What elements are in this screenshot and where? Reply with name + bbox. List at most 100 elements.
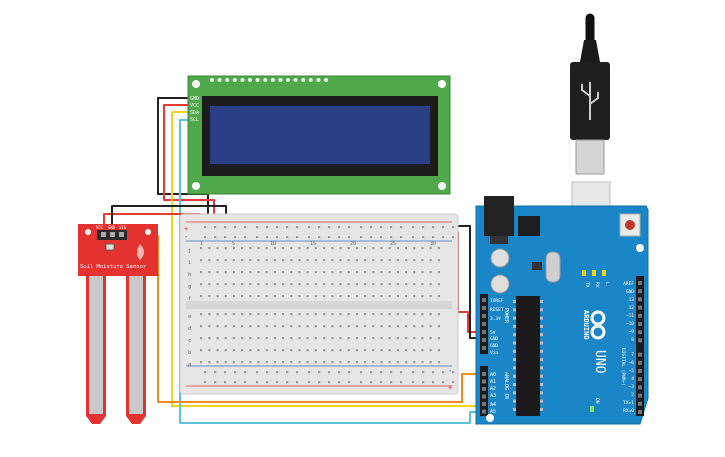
breadboard-hole [372,313,375,316]
breadboard-hole [282,259,285,262]
digital-pin-label: ~3 [629,384,635,390]
breadboard-hole [298,325,301,328]
breadboard-hole [290,271,293,274]
reset-button-cap[interactable] [625,220,635,230]
sensor-pin-label: SIG [119,225,127,230]
breadboard-hole [224,337,227,340]
breadboard-hole [241,313,244,316]
breadboard-hole [331,325,334,328]
header-pin [482,306,486,310]
header-pin [638,330,642,335]
breadboard-hole [437,349,440,352]
rail-hole [422,236,425,239]
rail-hole [422,371,425,374]
breadboard-hole [380,295,383,298]
breadboard-hole [380,313,383,316]
breadboard-hole [396,361,399,364]
chip-pin [540,316,543,320]
arduino-uno: IOREF RESET 3.3V 5V GND GND Vin POWER A0… [475,196,649,425]
digital-pin-label: ~10 [626,321,634,327]
breadboard-hole [265,283,268,286]
breadboard-hole [216,337,219,340]
breadboard-hole [273,247,276,250]
breadboard-hole [323,283,326,286]
rail-hole [400,226,403,229]
lcd-module: GND VCC SDA SCL [187,75,451,195]
breadboard-hole [208,247,211,250]
rail-hole [390,371,393,374]
chip-pin [513,399,516,403]
breadboard-hole [437,361,440,364]
breadboard-hole [355,283,358,286]
rail-hole [286,226,289,229]
rail-hole [266,236,269,239]
breadboard-hole [347,295,350,298]
breadboard-hole [396,313,399,316]
breadboard-hole [347,349,350,352]
led-label: RX [594,282,600,288]
breadboard-hole [282,349,285,352]
rail-plus-label: + [184,225,188,233]
breadboard-hole [372,283,375,286]
lcd-pin-label: VCC [190,103,199,109]
rail-hole [442,371,445,374]
rail-hole [360,371,363,374]
breadboard-hole [413,361,416,364]
breadboard-hole [388,325,391,328]
lcd-header-pin [316,78,321,82]
breadboard-hole [323,349,326,352]
breadboard-hole [224,271,227,274]
lcd-pin-label: SDA [190,110,199,116]
breadboard-hole [249,313,252,316]
breadboard-hole [224,313,227,316]
breadboard-hole [232,337,235,340]
breadboard-hole [241,349,244,352]
rail-hole [442,236,445,239]
rail-hole [276,381,279,384]
breadboard-hole [421,247,424,250]
rail-hole [370,226,373,229]
digital-header-title: DIGITAL (PWM~) [620,348,626,386]
rail-hole [412,236,415,239]
breadboard-hole [232,295,235,298]
chip-pin [540,324,543,328]
rail-hole [400,236,403,239]
lcd-header-pin [263,78,268,82]
rail-hole [214,371,217,374]
breadboard-hole [314,283,317,286]
breadboard-hole [306,259,309,262]
breadboard-hole [241,337,244,340]
digital-pin-label: ~6 [629,360,635,366]
breadboard-hole [388,247,391,250]
power-pin-label: 3.3V [490,316,501,322]
breadboard-hole [314,247,317,250]
breadboard-hole [372,271,375,274]
row-letter: i [188,260,191,266]
rail-hole [224,236,227,239]
header-pin [638,297,642,302]
breadboard-hole [265,361,268,364]
chip-pin [513,341,516,345]
breadboard-hole [282,295,285,298]
usb-cable [570,13,611,235]
breadboard-hole [298,295,301,298]
power-pin-label: GND [490,343,498,349]
breadboard-hole [298,349,301,352]
breadboard-hole [413,247,416,250]
breadboard-hole [421,349,424,352]
rail-hole [286,236,289,239]
rail-hole [370,371,373,374]
rail-hole [432,371,435,374]
sensor-probe-right [129,276,143,414]
lcd-header-pin [240,78,245,82]
breadboard-hole [437,295,440,298]
rail-hole [308,236,311,239]
breadboard-hole [405,259,408,262]
breadboard-hole [388,361,391,364]
breadboard-hole [265,349,268,352]
breadboard-hole [429,361,432,364]
breadboard-hole [314,259,317,262]
rail-hole [256,226,259,229]
rail-hole [348,371,351,374]
breadboard-hole [413,349,416,352]
